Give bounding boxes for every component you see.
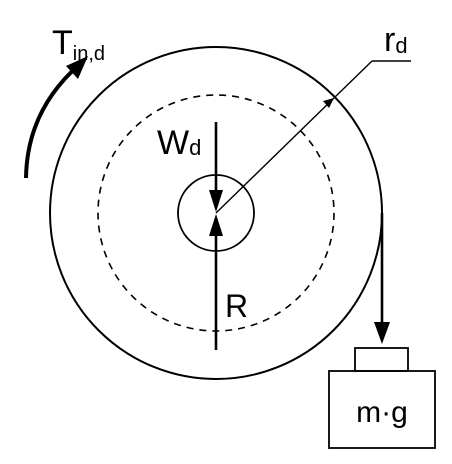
weight-label-sub: d xyxy=(189,135,201,160)
rope-arrowhead xyxy=(374,322,390,344)
mass-hook-block xyxy=(354,347,409,372)
radius-label: rd xyxy=(384,21,408,59)
weight-label-main: W xyxy=(157,124,189,162)
torque-label-main: T xyxy=(52,24,73,62)
radius-label-main: r xyxy=(384,21,395,59)
radius-leader-diagonal xyxy=(333,60,373,99)
weight-label: Wd xyxy=(157,124,201,162)
weight-arrowhead xyxy=(209,190,223,212)
torque-label-sub: in,d xyxy=(73,43,105,65)
mass-block xyxy=(328,370,436,449)
radius-arrowhead xyxy=(323,98,334,108)
torque-arrow xyxy=(24,62,82,179)
load-label: m·g xyxy=(356,396,408,429)
torque-label: Tin,d xyxy=(52,24,105,65)
reaction-arrowhead xyxy=(209,214,223,236)
reaction-label: R xyxy=(225,288,248,324)
radius-line xyxy=(215,97,335,214)
torque-arrowhead xyxy=(66,56,88,79)
radius-label-sub: d xyxy=(395,33,407,58)
